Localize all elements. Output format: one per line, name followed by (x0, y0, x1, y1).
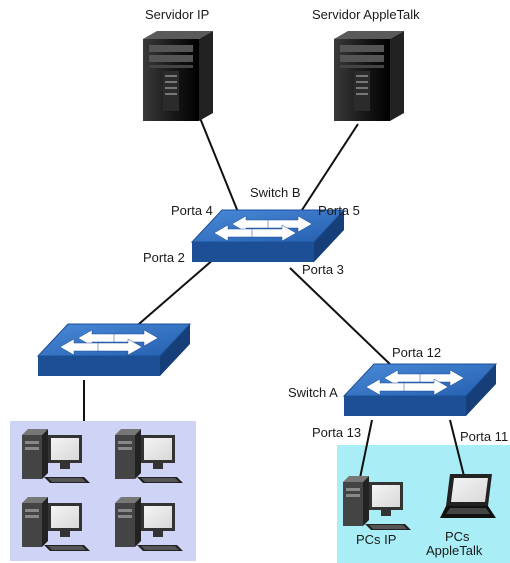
pcs-appletalk-label-line2: AppleTalk (426, 543, 483, 558)
port-12-label: Porta 12 (392, 345, 442, 360)
server-ip-icon (143, 31, 213, 121)
link-switch-a-pcs-appletalk (449, 419, 465, 477)
link-server-ip-switch-b (199, 117, 239, 213)
switch-a-icon (343, 363, 497, 417)
port-3-label: Porta 3 (302, 262, 344, 277)
left-switch-icon (37, 323, 191, 377)
link-switch-a-pcs-ip (359, 419, 373, 479)
server-ip-label: Servidor IP (145, 7, 210, 22)
switch-a-label: Switch A (288, 385, 338, 400)
pcs-ip-label: PCs IP (356, 532, 397, 547)
port-2-label: Porta 2 (143, 250, 185, 265)
link-switch-b-switch-a (289, 267, 395, 369)
switch-b-label: Switch B (250, 185, 301, 200)
network-links (83, 117, 465, 479)
server-appletalk-label: Servidor AppleTalk (312, 7, 420, 22)
server-appletalk-icon (334, 31, 404, 121)
port-13-label: Porta 13 (312, 425, 362, 440)
port-5-label: Porta 5 (318, 203, 360, 218)
link-server-appletalk-switch-b (301, 123, 359, 211)
port-4-label: Porta 4 (171, 203, 213, 218)
port-11-label: Porta 11 (460, 429, 509, 444)
pcs-appletalk-label-line1: PCs (445, 529, 470, 544)
link-switch-b-left-switch (131, 251, 223, 331)
